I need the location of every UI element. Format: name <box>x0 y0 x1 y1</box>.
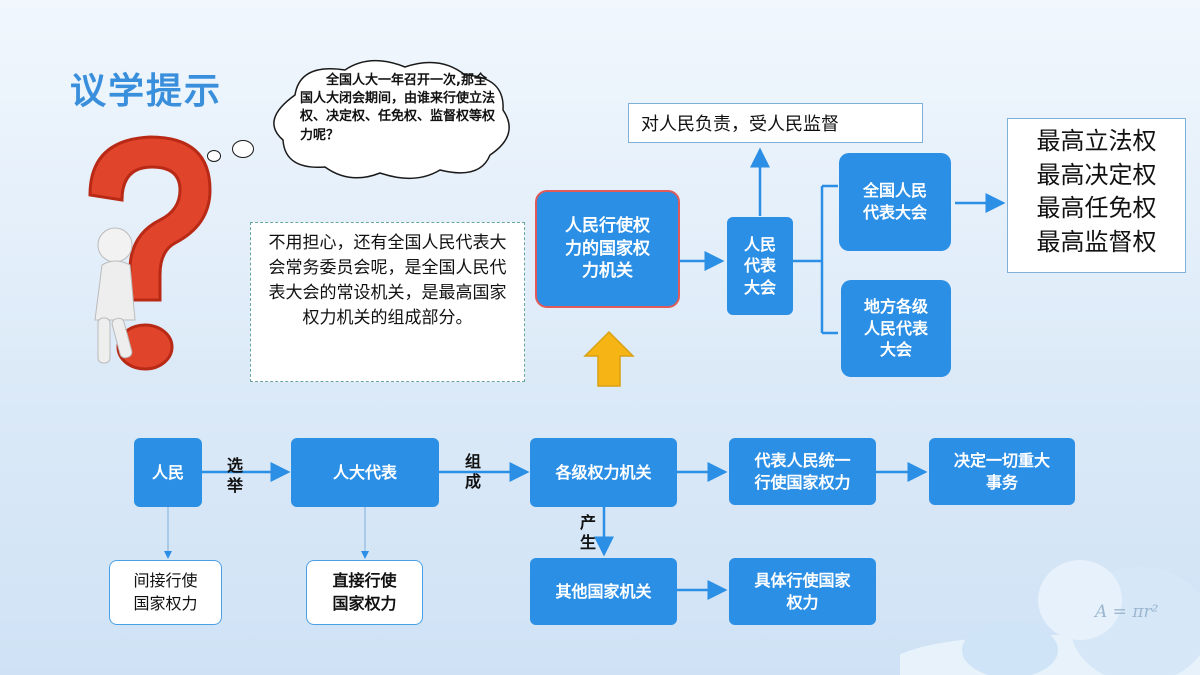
page-title: 议学提示 <box>70 71 223 112</box>
exercise-power-box: 代表人民统一 行使国家权力 <box>729 438 876 505</box>
people-box: 人民 <box>134 438 202 507</box>
power-appointment: 最高任免权 <box>1036 194 1157 223</box>
thought-bubble-dot <box>207 150 221 162</box>
cloud-question-text: 全国人大一年召开一次,那全国人大闭会期间，由谁来行使立法权、决定权、任免权、监督… <box>300 73 496 143</box>
responsible-text-box: 对人民负责，受人民监督 <box>628 103 923 143</box>
answer-note: 不用担心，还有全国人民代表大会常务委员会呢，是全国人民代表大会的常设机关，是最高… <box>250 222 525 382</box>
peoples-congress-box: 人民 代表 大会 <box>727 217 793 315</box>
decide-affairs-box: 决定一切重大 事务 <box>929 438 1075 505</box>
thought-cloud-shape <box>273 59 510 180</box>
produce-label: 产 生 <box>580 513 597 552</box>
answer-note-text: 不用担心，还有全国人民代表大会常务委员会呢，是全国人民代表大会的常设机关，是最高… <box>268 233 507 329</box>
indirect-power-box: 间接行使 国家权力 <box>109 560 222 625</box>
npc-box: 全国人民 代表大会 <box>839 153 951 251</box>
direct-power-box: 直接行使 国家权力 <box>306 560 423 625</box>
decor-clouds-icon <box>900 560 1200 675</box>
deputies-box: 人大代表 <box>291 438 439 507</box>
specific-power-box: 具体行使国家 权力 <box>729 558 876 625</box>
thought-bubble-dot <box>232 140 254 158</box>
form-label: 组 成 <box>465 452 482 491</box>
bracket-congress-split <box>793 184 838 335</box>
power-legislative: 最高立法权 <box>1036 127 1157 155</box>
question-mark-figure-icon <box>88 135 212 371</box>
decor-formula: A = πr² <box>1095 602 1159 622</box>
supreme-powers-box: 最高立法权 最高决定权 最高任免权 最高监督权 <box>1007 118 1186 273</box>
other-organs-box: 其他国家机关 <box>530 558 677 625</box>
people-power-organ-box: 人民行使权 力的国家权 力机关 <box>535 190 680 308</box>
power-decision: 最高决定权 <box>1036 160 1157 189</box>
elect-label: 选 举 <box>227 456 244 495</box>
power-supervision: 最高监督权 <box>1036 227 1157 256</box>
yellow-up-arrow-icon <box>583 330 635 387</box>
power-organs-box: 各级权力机关 <box>530 438 677 507</box>
local-congress-box: 地方各级 人民代表 大会 <box>841 280 951 377</box>
